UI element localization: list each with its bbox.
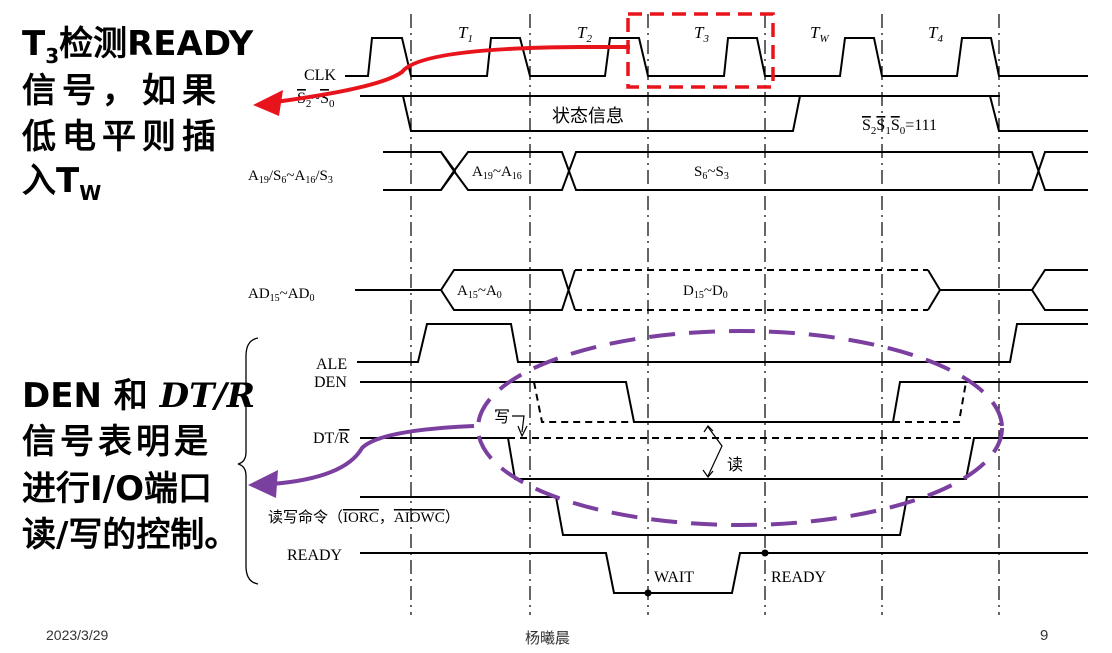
a-addr-label: A19~A16 bbox=[472, 164, 522, 182]
ready-label: READY bbox=[771, 569, 827, 586]
signal-label-rw-cmd: 读写命令（IORC，AIOWC） bbox=[268, 508, 460, 526]
t3-highlight-box bbox=[626, 12, 775, 89]
period-labels: T1 T2 T3 TW T4 bbox=[458, 23, 943, 45]
period-label-t1: T1 bbox=[458, 23, 473, 45]
note2-line3: 进行I/O端口 bbox=[22, 469, 212, 509]
write-pointer-head bbox=[517, 425, 528, 438]
footer-page-number: 9 bbox=[1040, 627, 1048, 644]
rw-cmd-waveform bbox=[360, 496, 1088, 536]
note1-line4: 入TW bbox=[22, 161, 101, 205]
dtr-read-waveform bbox=[360, 437, 1088, 480]
note2-line2: 信号表明是 bbox=[22, 422, 212, 462]
ad-data-label: D15~D0 bbox=[683, 283, 728, 301]
s-status-label: S6~S3 bbox=[694, 164, 729, 182]
signal-label-ready: READY bbox=[287, 547, 343, 564]
read-label: 读 bbox=[727, 456, 743, 474]
signal-label-ale: ALE bbox=[316, 356, 347, 373]
footer-date: 2023/3/29 bbox=[46, 627, 108, 643]
addr-status-waveform bbox=[383, 151, 1088, 191]
signal-label-ad: AD15~AD0 bbox=[248, 286, 314, 304]
den-write-rise bbox=[893, 381, 967, 423]
clk-waveform bbox=[345, 37, 1088, 77]
ad-addr-label: A15~A0 bbox=[457, 283, 502, 301]
period-label-t4: T4 bbox=[928, 23, 943, 45]
period-dividers bbox=[410, 14, 1000, 615]
ready-sample-dot bbox=[761, 549, 769, 557]
period-label-tw: TW bbox=[810, 23, 829, 45]
s2s0-end-waveform bbox=[989, 95, 1088, 132]
note1-line2: 信号，如果 bbox=[22, 71, 222, 111]
signal-label-den: DEN bbox=[314, 374, 347, 391]
signal-label-addr-status: A19/S6~A16/S3 bbox=[248, 168, 333, 186]
red-arrow-head bbox=[253, 90, 283, 116]
ready-waveform bbox=[360, 552, 1088, 594]
s2s0-status-waveform bbox=[402, 95, 801, 132]
signal-group-brace bbox=[237, 337, 259, 585]
s-high-label: S2S1S0=111 bbox=[862, 117, 937, 137]
note1-line1: T3检测READY bbox=[22, 24, 254, 68]
status-info-label: 状态信息 bbox=[552, 106, 624, 126]
red-arrow-line bbox=[274, 45, 630, 104]
period-label-t3: T3 bbox=[694, 23, 709, 45]
ad-waveform bbox=[355, 269, 1088, 311]
signal-label-dtr: DT/R bbox=[313, 430, 350, 447]
purple-arrow-line bbox=[271, 424, 475, 486]
den-write-waveform bbox=[533, 381, 634, 423]
note-den-dtr: DEN 和 DT/R 信号表明是 进行I/O端口 读/写的控制。 bbox=[22, 376, 255, 555]
footer-author: 杨曦晨 bbox=[525, 630, 570, 647]
ale-waveform bbox=[357, 323, 1088, 363]
den-dtr-highlight-ellipse bbox=[476, 329, 1004, 527]
write-pointer bbox=[512, 415, 525, 433]
signal-label-clk: CLK bbox=[304, 67, 336, 84]
purple-arrow-head bbox=[248, 470, 278, 498]
note1-line3: 低电平则插 bbox=[22, 117, 222, 157]
note2-line1: DEN 和 DT/R bbox=[22, 376, 255, 416]
read-pointer-head-up bbox=[703, 425, 714, 433]
read-pointer-head-down bbox=[702, 469, 714, 478]
wait-sample-dot bbox=[644, 589, 652, 597]
wait-label: WAIT bbox=[654, 569, 694, 586]
write-label: 写 bbox=[494, 409, 510, 426]
note-readiness: T3检测READY 信号，如果 低电平则插 入TW bbox=[22, 24, 254, 205]
period-label-t2: T2 bbox=[577, 23, 592, 45]
read-pointer bbox=[707, 426, 723, 477]
note2-line4: 读/写的控制。 bbox=[22, 515, 238, 555]
den-read-waveform bbox=[360, 381, 1088, 423]
